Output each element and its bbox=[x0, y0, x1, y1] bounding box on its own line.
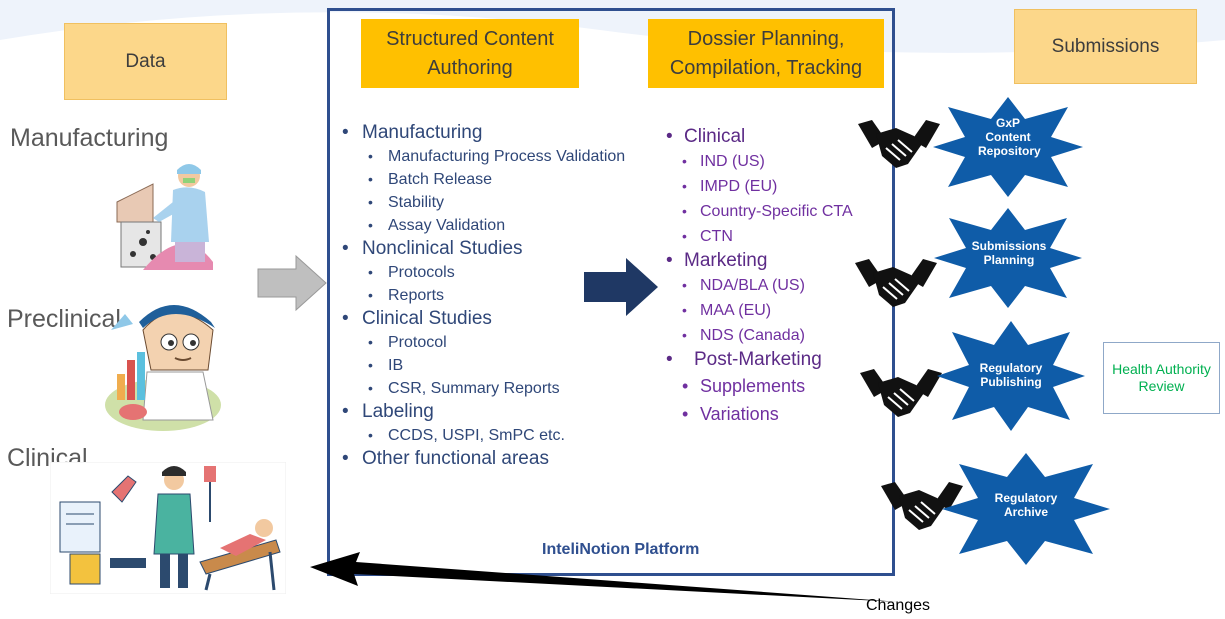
clinical-staff-image bbox=[50, 462, 286, 594]
dossier-subitem: IND (US) bbox=[660, 149, 900, 174]
authoring-title: Structured Content Authoring bbox=[386, 27, 554, 79]
handshake-icon bbox=[860, 369, 942, 417]
authoring-subitem: Protocol bbox=[338, 331, 628, 354]
authoring-subitem: Manufacturing Process Validation bbox=[338, 145, 628, 168]
dossier-subitem: NDS (Canada) bbox=[660, 323, 900, 348]
dossier-subitem: CTN bbox=[660, 224, 900, 249]
handshake-icon bbox=[858, 120, 940, 168]
authoring-subitem: Stability bbox=[338, 191, 628, 214]
star-label-gxp: GxP Content Repository bbox=[978, 116, 1041, 158]
changes-arrow bbox=[310, 552, 900, 602]
authoring-item-manufacturing: Manufacturing bbox=[338, 121, 628, 145]
preclinical-scientist-image bbox=[105, 305, 221, 431]
platform-label: InteliNotion Platform bbox=[542, 541, 700, 558]
authoring-subitem: IB bbox=[338, 354, 628, 377]
star-label-publishing: Regulatory Publishing bbox=[979, 361, 1043, 389]
authoring-subitem: CCDS, USPI, SmPC etc. bbox=[338, 424, 628, 447]
star-gxp-repository bbox=[933, 97, 1083, 197]
submissions-box-label: Submissions bbox=[1051, 35, 1160, 57]
dossier-subitem: Supplements bbox=[660, 372, 900, 400]
authoring-header: Structured Content Authoring bbox=[361, 19, 579, 88]
changes-label: Changes bbox=[866, 597, 931, 614]
star-label-archive: Regulatory Archive bbox=[994, 491, 1058, 519]
handshake-icon bbox=[881, 482, 963, 530]
star-label-planning: Submissions Planning bbox=[971, 239, 1047, 267]
source-preclinical-label: Preclinical bbox=[7, 305, 121, 333]
submissions-box: Submissions bbox=[1014, 9, 1197, 84]
star-regulatory-publishing bbox=[937, 321, 1085, 431]
star-submissions-planning bbox=[934, 208, 1082, 308]
dossier-list: Clinical IND (US) IMPD (EU) Country-Spec… bbox=[660, 125, 900, 428]
dossier-item-post-marketing: Post-Marketing bbox=[660, 348, 900, 372]
authoring-subitem: CSR, Summary Reports bbox=[338, 377, 628, 400]
authoring-subitem: Batch Release bbox=[338, 168, 628, 191]
dossier-item-marketing: Marketing bbox=[660, 249, 900, 273]
authoring-item-nonclinical: Nonclinical Studies bbox=[338, 237, 628, 261]
authoring-item-labeling: Labeling bbox=[338, 400, 628, 424]
source-manufacturing-label: Manufacturing bbox=[10, 124, 169, 152]
dossier-title: Dossier Planning, Compilation, Tracking bbox=[669, 27, 863, 79]
dossier-subitem: NDA/BLA (US) bbox=[660, 273, 900, 298]
authoring-subitem: Protocols bbox=[338, 261, 628, 284]
data-box: Data bbox=[64, 23, 227, 100]
authoring-list: Manufacturing Manufacturing Process Vali… bbox=[338, 121, 628, 471]
authoring-item-other: Other functional areas bbox=[338, 447, 628, 471]
authoring-subitem: Reports bbox=[338, 284, 628, 307]
input-arrow bbox=[257, 254, 327, 312]
authoring-subitem: Assay Validation bbox=[338, 214, 628, 237]
manufacturing-worker-image bbox=[116, 164, 213, 270]
health-authority-review-box: Health Authority Review bbox=[1103, 342, 1220, 414]
star-regulatory-archive bbox=[942, 453, 1110, 565]
dossier-subitem: MAA (EU) bbox=[660, 298, 900, 323]
handshake-icon bbox=[855, 259, 937, 307]
dossier-subitem: Variations bbox=[660, 400, 900, 428]
dossier-header: Dossier Planning, Compilation, Tracking bbox=[648, 19, 884, 88]
health-authority-review-label: Health Authority Review bbox=[1112, 361, 1211, 394]
dossier-subitem: Country-Specific CTA bbox=[660, 199, 900, 224]
dossier-item-clinical: Clinical bbox=[660, 125, 900, 149]
authoring-item-clinical: Clinical Studies bbox=[338, 307, 628, 331]
dossier-subitem: IMPD (EU) bbox=[660, 174, 900, 199]
data-box-label: Data bbox=[125, 50, 166, 72]
flow-arrow bbox=[584, 258, 658, 316]
